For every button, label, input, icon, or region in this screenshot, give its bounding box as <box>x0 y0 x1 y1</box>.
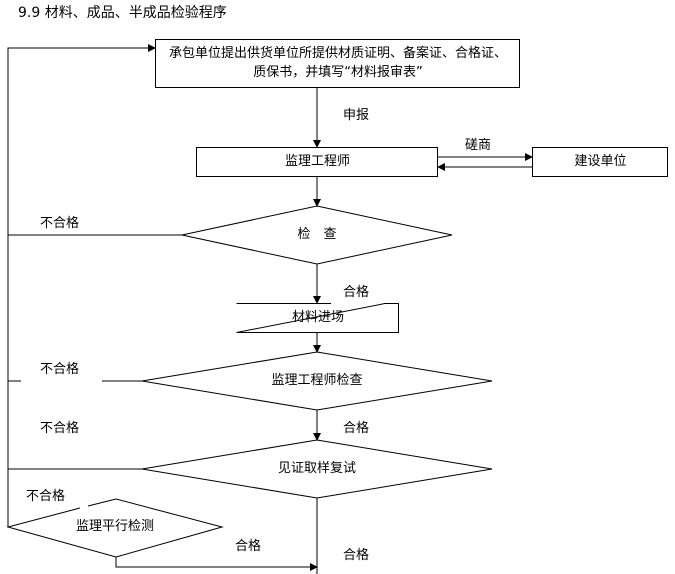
engineer-inspect-text: 监理工程师检查 <box>271 373 363 388</box>
label-fail-engineer-inspect: 不合格 <box>40 362 80 377</box>
edge-parallel-to-main <box>115 557 318 571</box>
label-fail-parallel: 不合格 <box>26 489 66 504</box>
label-report: 申报 <box>343 108 370 123</box>
label-fail-inspect: 不合格 <box>40 216 80 231</box>
diagram-title: 9.9 材料、成品、半成品检验程序 <box>18 5 227 21</box>
submit-box <box>155 39 520 88</box>
parallel-test-diamond <box>6 498 224 558</box>
label-fail-retest: 不合格 <box>40 421 80 436</box>
submit-text: 承包单位提出供货单位所提供材质证明、备案证、合格证、 质保书，并填写“材料报审表… <box>156 44 520 82</box>
submit-text-line2: 质保书，并填写“材料报审表” <box>253 65 423 80</box>
edge-loop-to-submit <box>7 44 156 527</box>
parallel-test-text: 监理平行检测 <box>75 519 154 534</box>
engineer-text: 监理工程师 <box>284 154 350 169</box>
owner-box <box>532 147 668 177</box>
label-pass-retest: 合格 <box>343 548 370 563</box>
material-entry-text: 材料进场 <box>291 310 344 325</box>
inspect-text: 检 查 <box>297 227 337 242</box>
engineer-box <box>196 147 438 177</box>
submit-text-line1: 承包单位提出供货单位所提供材质证明、备案证、合格证、 <box>168 46 507 61</box>
label-consult: 磋商 <box>465 138 492 153</box>
label-pass-parallel: 合格 <box>235 539 262 554</box>
label-pass-engineer-inspect: 合格 <box>343 421 370 436</box>
label-pass-inspect: 合格 <box>343 285 370 300</box>
witness-retest-text: 见证取样复试 <box>277 461 356 476</box>
owner-text: 建设单位 <box>574 154 627 169</box>
